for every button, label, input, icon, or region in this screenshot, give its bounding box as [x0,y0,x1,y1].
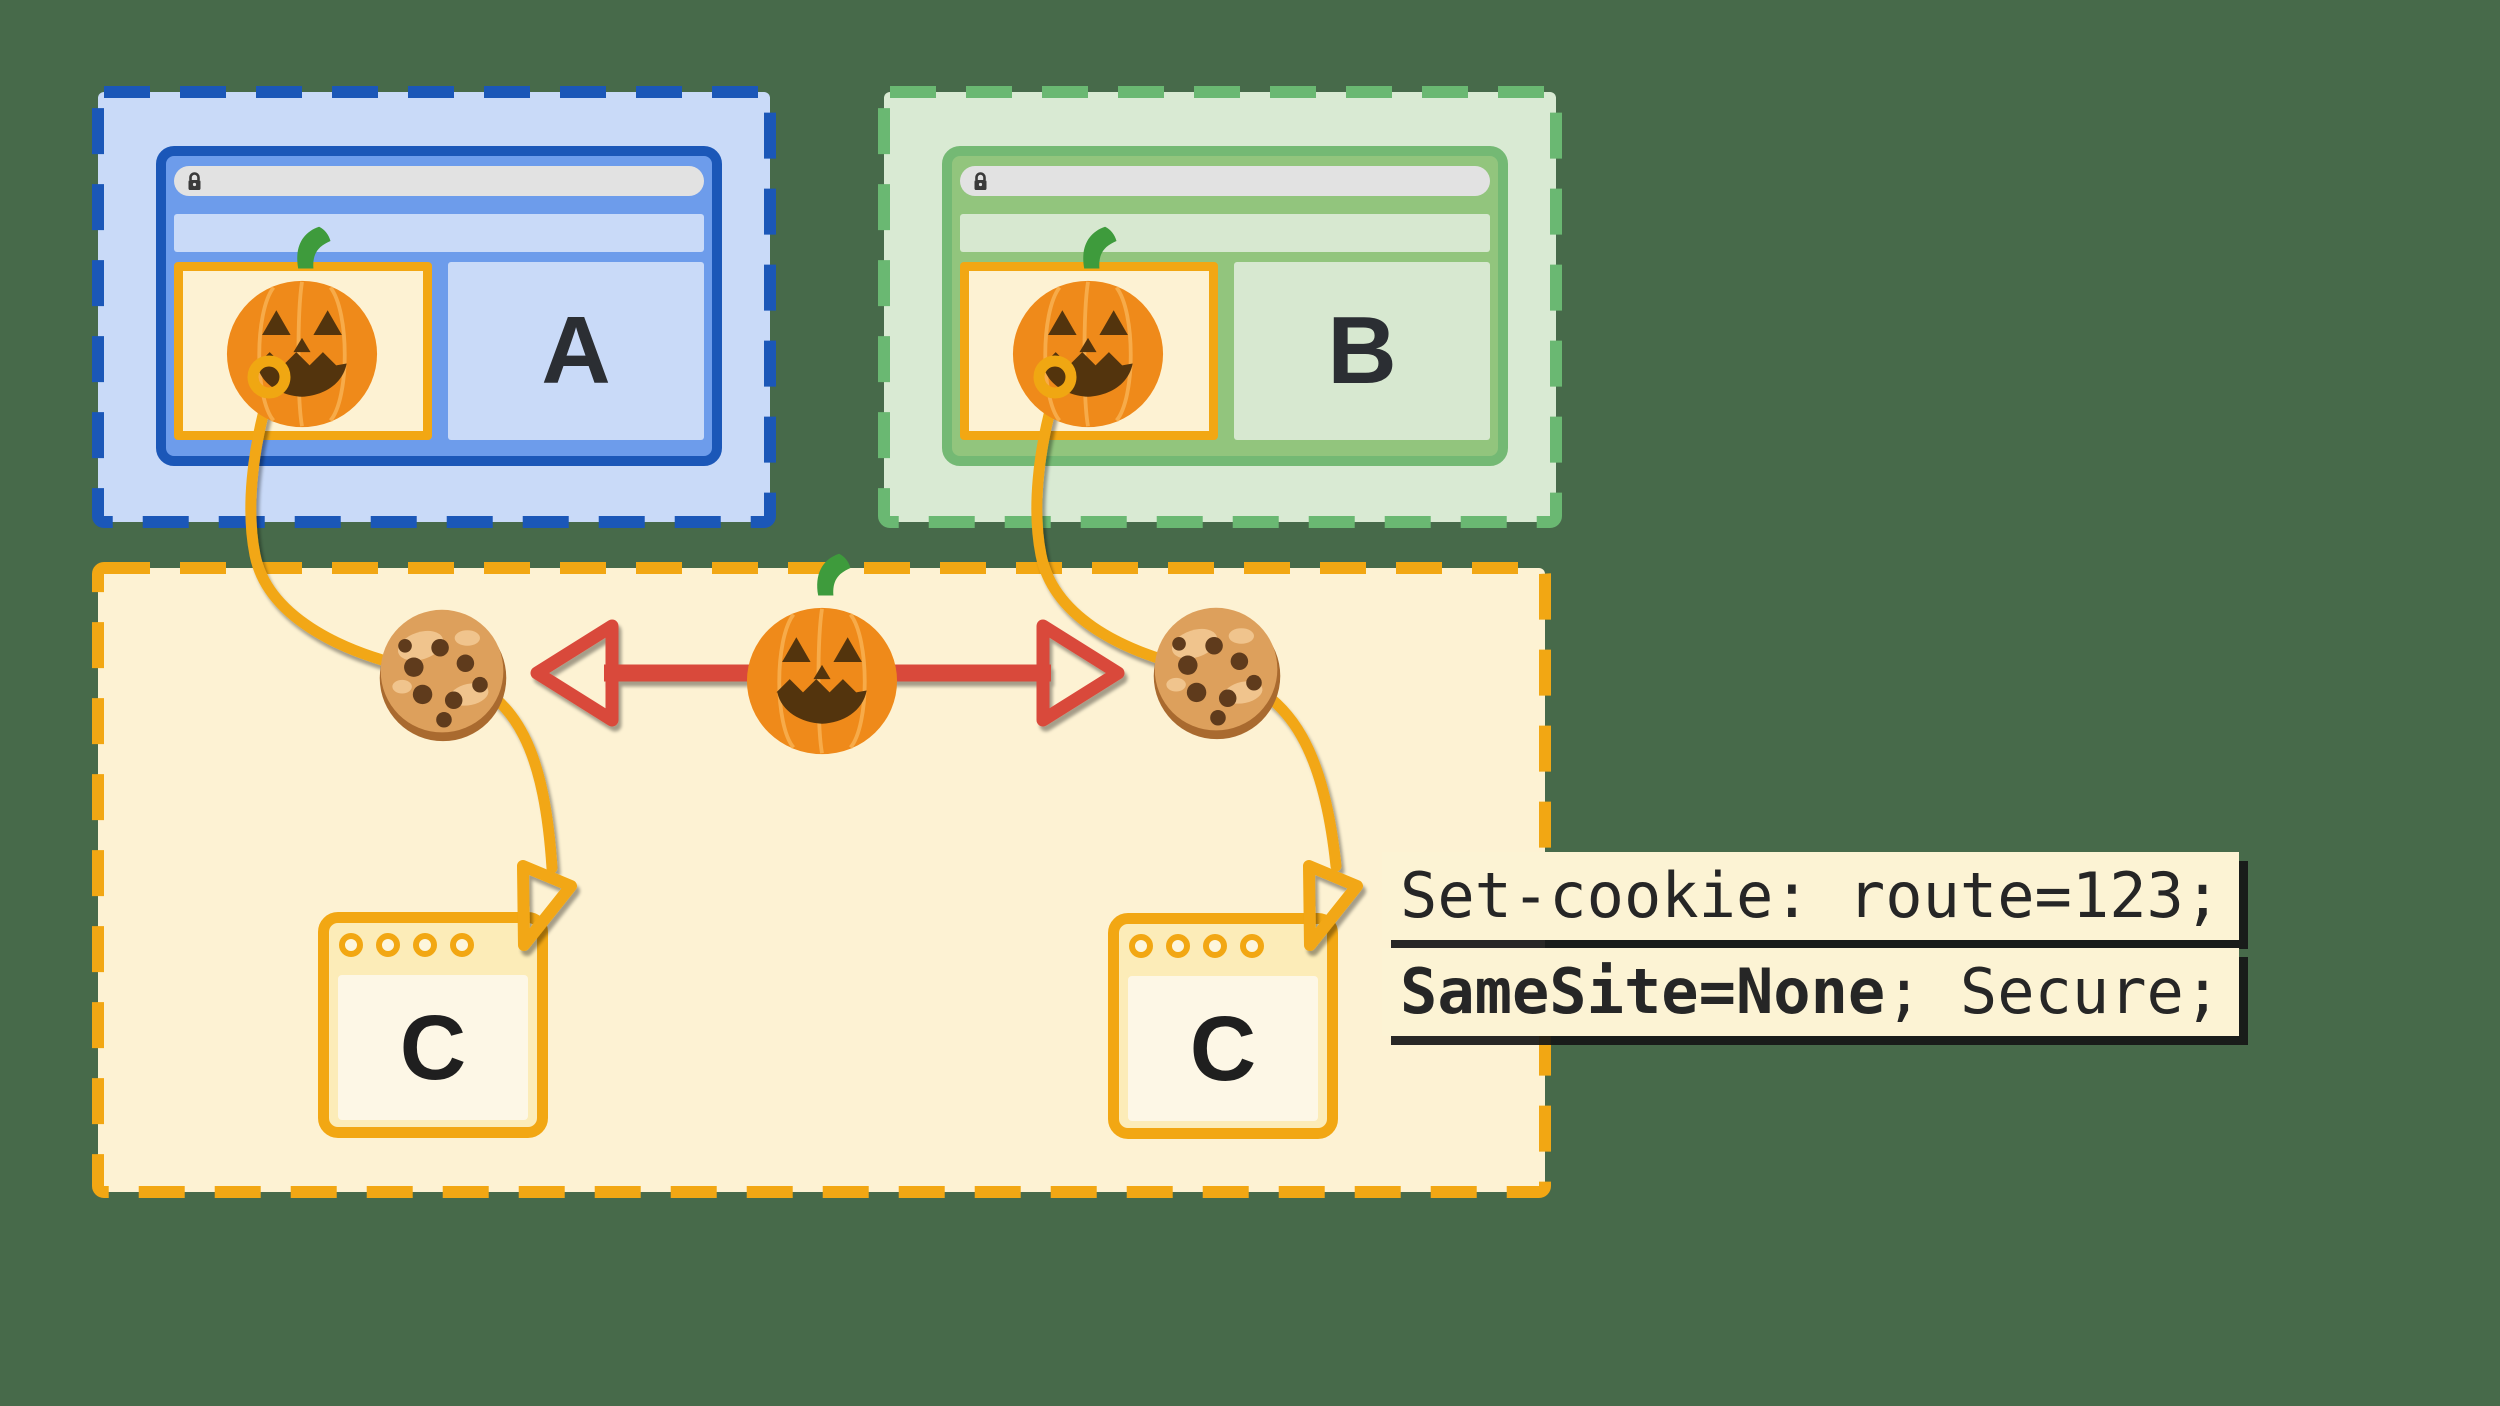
embedded-iframe-c-in-a [174,262,432,440]
set-cookie-header-line1: Set-cookie: route=123; [1382,852,2240,940]
embedded-iframe-c-in-b [960,262,1218,440]
lock-icon [186,171,203,192]
window-dots [339,933,474,957]
site-c-label-2: C [1189,997,1257,1100]
site-c-label-1: C [399,996,467,1099]
window-dot-icon [1240,934,1264,958]
site-b-label: B [1327,297,1397,404]
window-dot-icon [450,933,474,957]
site-c-panel: C [338,975,528,1120]
window-dot-icon [1166,934,1190,958]
url-bar [174,166,704,196]
window-dot-icon [1129,934,1153,958]
window-dot-icon [339,933,363,957]
site-c-server-window-2: C [1108,913,1338,1139]
browser-window-b: B [942,146,1508,466]
site-b-content-panel: B [1234,262,1490,440]
set-cookie-header-line2: SameSite=None; Secure; [1382,948,2240,1036]
site-a-label: A [541,297,611,404]
samesite-none-text: SameSite=None [1400,955,1886,1028]
window-dot-icon [376,933,400,957]
site-a-content-panel: A [448,262,704,440]
window-dots [1129,934,1264,958]
url-bar [960,166,1490,196]
browser-nav-bar [174,214,704,252]
set-cookie-text: Set-cookie: route=123; [1400,859,2222,932]
lock-icon [972,171,989,192]
window-dot-icon [1203,934,1227,958]
site-c-panel: C [1128,976,1318,1121]
secure-text: ; Secure; [1885,955,2222,1028]
browser-nav-bar [960,214,1490,252]
browser-window-a: A [156,146,722,466]
window-dot-icon [413,933,437,957]
site-c-server-window-1: C [318,912,548,1138]
